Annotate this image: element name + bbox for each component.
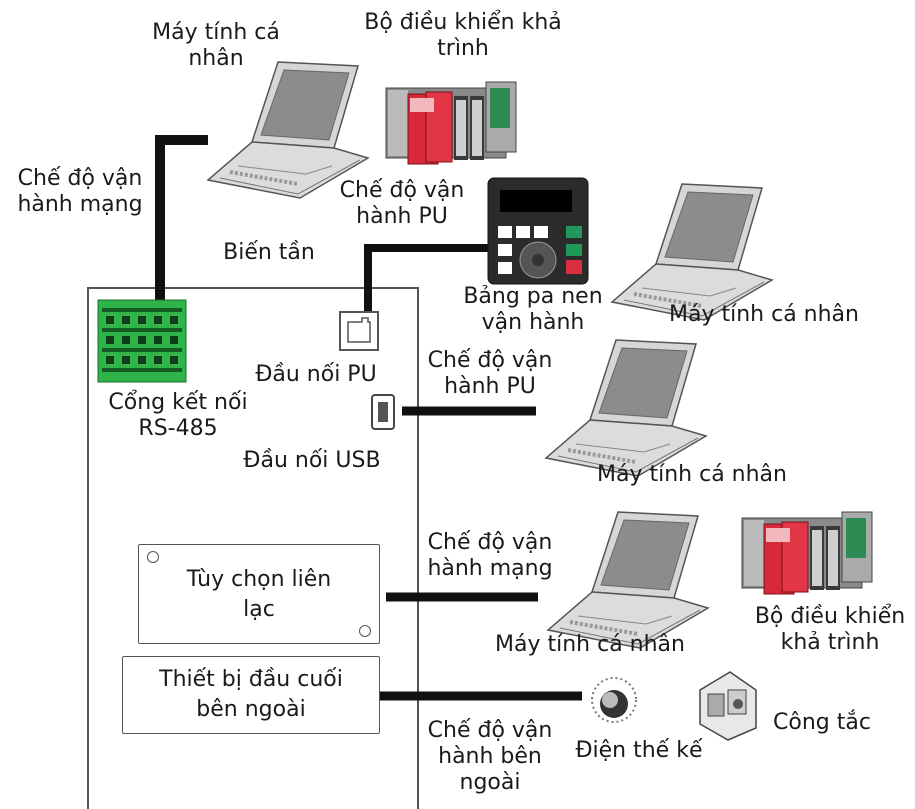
pu-connector-label: Đầu nối PU — [255, 362, 377, 387]
comm-option-label: lạc — [243, 597, 275, 622]
laptop-right-2-icon — [544, 338, 708, 478]
laptop-right-3-icon — [546, 510, 710, 650]
usb-connector-label: Đầu nối USB — [243, 448, 381, 473]
usb-connector-icon — [371, 394, 395, 430]
potentiometer-label: Điện thế kế — [575, 738, 703, 763]
operation-panel-icon — [487, 177, 589, 285]
comm-option-box: Tùy chọn liên lạc — [138, 544, 380, 644]
external-terminal-label: bên ngoài — [196, 697, 306, 722]
comm-option-label: Tùy chọn liên — [186, 567, 332, 592]
switch-label: Công tắc — [773, 710, 871, 735]
plc-top-icon — [385, 81, 517, 165]
pc-right-2-label: Máy tính cá nhân — [597, 462, 787, 487]
screw-icon — [359, 625, 371, 637]
network-mode-line-top — [155, 135, 208, 312]
pu-line-top — [364, 244, 492, 312]
screw-icon — [147, 551, 159, 563]
rs485-terminal-icon — [97, 299, 187, 383]
pc-right-1-label: Máy tính cá nhân — [669, 302, 859, 327]
external-terminal-box: Thiết bị đầu cuối bên ngoài — [122, 656, 380, 734]
external-terminal-label: Thiết bị đầu cuối — [159, 667, 343, 692]
laptop-right-1-icon — [610, 182, 774, 322]
pc-right-3-label: Máy tính cá nhân — [495, 632, 685, 657]
inverter-label: Biến tần — [223, 240, 315, 265]
switch-icon — [699, 671, 757, 741]
plc-bottom-icon — [741, 511, 873, 595]
potentiometer-icon — [591, 677, 637, 723]
pu-connector-icon — [339, 311, 379, 351]
